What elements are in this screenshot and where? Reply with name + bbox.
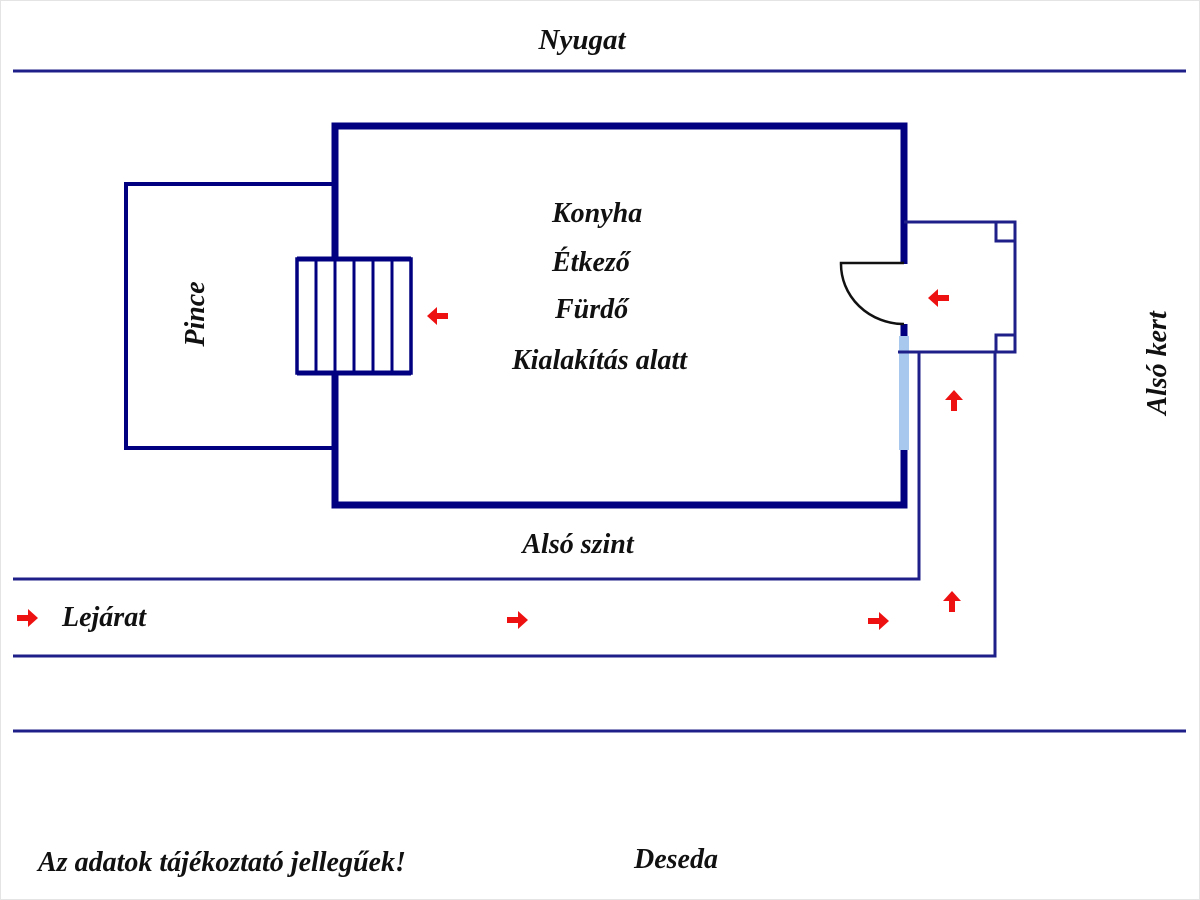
label-furdo: Fürdő <box>554 294 630 325</box>
label-also-kert: Alsó kert <box>1142 310 1173 417</box>
path-outer-line <box>13 352 997 658</box>
porch-post-bottom <box>994 333 1017 354</box>
label-etkezo: Étkező <box>551 247 632 278</box>
stairs <box>295 256 413 376</box>
door-swing <box>839 261 905 326</box>
label-also-szint: Alsó szint <box>520 529 634 560</box>
label-pince: Pince <box>180 281 211 347</box>
porch-outline <box>898 220 1017 354</box>
label-disclaimer: Az adatok tájékoztató jellegűek! <box>36 847 406 878</box>
arrow-right-icon <box>17 609 38 627</box>
arrow-up-icon <box>945 390 963 411</box>
arrow-left-icon <box>427 307 448 325</box>
arrow-left-icon <box>928 289 949 307</box>
cellar-outline <box>124 182 333 450</box>
label-kialakitas-alatt: Kialakítás alatt <box>511 345 688 376</box>
label-deseda: Deseda <box>633 844 718 875</box>
label-lejarat: Lejárat <box>61 602 147 633</box>
label-nyugat: Nyugat <box>538 24 627 56</box>
label-konyha: Konyha <box>551 198 642 229</box>
arrow-layer <box>17 289 963 630</box>
arrow-right-icon <box>868 612 889 630</box>
window <box>899 336 909 450</box>
arrow-up-icon <box>943 591 961 612</box>
porch-post-top <box>994 220 1017 243</box>
path-inner-line <box>13 352 921 581</box>
arrow-right-icon <box>507 611 528 629</box>
